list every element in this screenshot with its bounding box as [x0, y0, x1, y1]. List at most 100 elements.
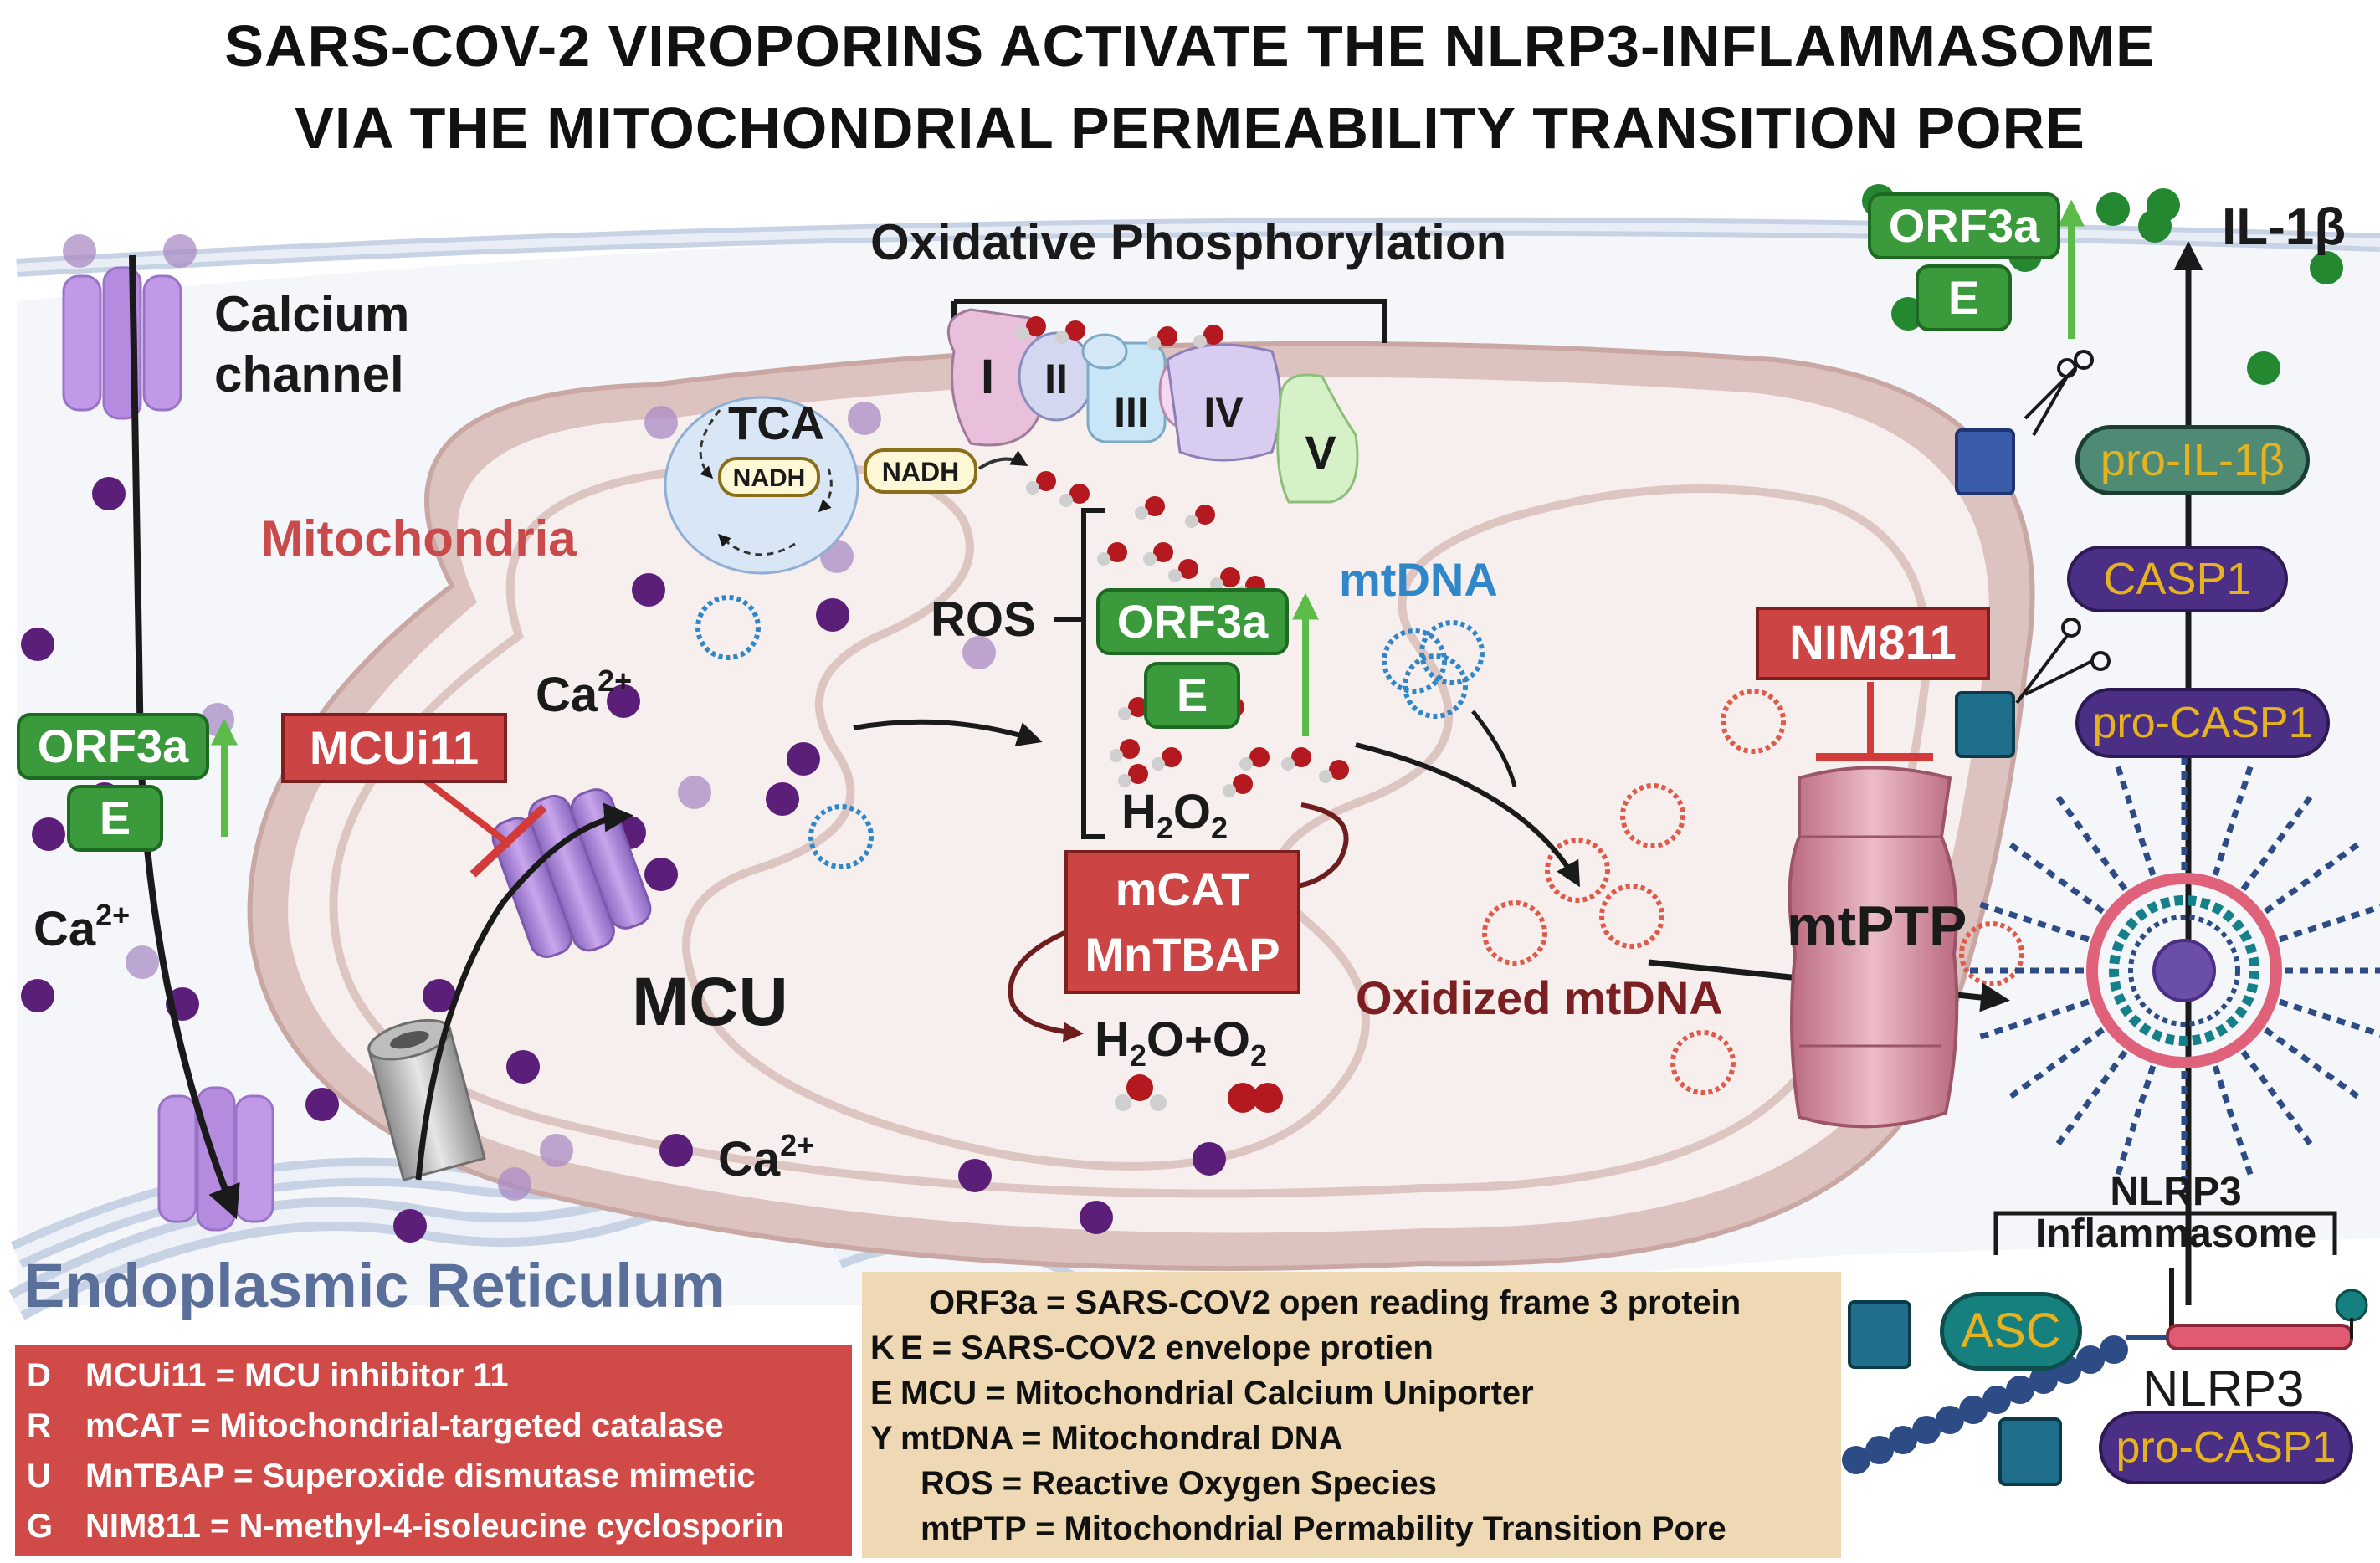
ros-molecule — [1036, 471, 1056, 491]
asc-bead — [1842, 1446, 1870, 1474]
center-viroporin-group: ORF3a E — [1096, 588, 1297, 739]
asc-bead — [1889, 1426, 1917, 1454]
nadh-outer-label: NADH — [882, 457, 959, 487]
h2o2-o: O — [1173, 785, 1211, 839]
pro-casp1-bottom-group: pro-CASP1 — [1998, 1406, 2367, 1498]
calcium-ion — [423, 979, 456, 1012]
legend-letter: E — [870, 1375, 893, 1412]
left-viroporin-group: ORF3a E — [17, 713, 218, 863]
mito-calcium-arrow — [853, 719, 1043, 747]
mtdna-circle — [1545, 838, 1610, 903]
complex-iii-label: III — [1114, 389, 1149, 436]
inflammasome-bracket — [1993, 1211, 2337, 1255]
ros-hydrogen — [1135, 506, 1148, 520]
mtdna-circle — [1382, 628, 1447, 694]
legend-letter: Y — [870, 1420, 893, 1457]
mtdna-circle — [1403, 653, 1468, 719]
il1b-molecule — [2247, 351, 2280, 385]
ros-molecule — [1203, 325, 1223, 345]
mtdna-circle — [1620, 783, 1685, 848]
nim811-inhibition — [1816, 682, 1933, 761]
legend-abbreviations-key: ORF3a = SARS-COV2 open reading frame 3 p… — [862, 1272, 1841, 1558]
calcium-ion — [540, 1134, 573, 1167]
il1b-molecule — [2096, 192, 2130, 226]
ros-hydrogen — [1223, 784, 1236, 797]
asc-bead — [1912, 1416, 1941, 1444]
nim811-box: NIM811 — [1756, 607, 1990, 680]
e-box: E — [1916, 264, 2012, 331]
ros-molecule — [1178, 559, 1198, 579]
calcium-ion — [816, 598, 849, 632]
mtdna-circle — [1599, 884, 1664, 949]
nadh-inner-label: NADH — [733, 464, 806, 492]
ros-hydrogen — [1185, 515, 1198, 528]
mtdna-circle — [695, 595, 761, 660]
asc-bead — [1865, 1436, 1894, 1464]
mcui11-inhibition — [420, 775, 547, 878]
ros-hydrogen — [1147, 336, 1161, 350]
scissors-icon — [2015, 618, 2111, 705]
ros-hydrogen — [1239, 757, 1253, 771]
calcium-ion — [644, 858, 678, 891]
ca-left-text: Ca — [33, 902, 96, 956]
pro-il1b-pill: pro-IL-1β — [2075, 425, 2310, 495]
calcium-ion — [787, 742, 820, 776]
scissors-icon — [2024, 350, 2094, 436]
ros-molecule — [1162, 747, 1182, 767]
asc-filament — [2212, 762, 2254, 876]
er-label: Endoplasmic Reticulum — [23, 1251, 726, 1320]
ca-mito-superscript: 2+ — [598, 664, 632, 698]
mcu-flow-arrow — [415, 802, 633, 1181]
legend-text: MnTBAP = Superoxide dismutase mimetic — [85, 1458, 756, 1494]
calcium-ions — [21, 234, 1226, 1243]
mtdna-oxidation-arrow-2 — [1471, 710, 1517, 787]
calcium-ion — [1080, 1201, 1113, 1234]
legend-letter: D — [27, 1357, 51, 1394]
catalase-arrow — [1008, 930, 1084, 1043]
legend-text: NIM811 = N-methyl-4-isoleucine cyclospor… — [85, 1508, 784, 1545]
tca-cycle — [664, 396, 1028, 575]
ros-hydrogen — [1026, 481, 1039, 495]
ros-molecule — [1153, 542, 1173, 562]
legend-letter: K — [870, 1330, 895, 1366]
tca-label: TCA — [728, 397, 824, 449]
pro-casp1-square — [1955, 691, 2015, 758]
mcat-label: mCAT — [1115, 863, 1250, 915]
water-sub: 2 — [1130, 1038, 1146, 1073]
calcium-ion — [126, 945, 159, 979]
nlrp3-label: NLRP3 — [2142, 1361, 2304, 1417]
ros-molecule — [1233, 774, 1253, 794]
ros-hydrogen — [1118, 707, 1131, 720]
asc-filament — [2240, 1050, 2315, 1149]
asc-filament — [2264, 1027, 2362, 1101]
asc-filament — [2006, 1027, 2105, 1101]
calcium-ion — [848, 402, 881, 435]
ros-hydrogen — [1118, 774, 1131, 787]
mtdna-circle — [1482, 900, 1547, 966]
calcium-ion — [498, 1167, 531, 1201]
ca-er-superscript: 2+ — [780, 1128, 814, 1162]
mtdna-circle — [1721, 689, 1786, 754]
legend-text: mCAT = Mitochondrial-targeted catalase — [85, 1407, 724, 1444]
pro-casp1-bottom-pill: pro-CASP1 — [2099, 1411, 2353, 1484]
calcium-ion — [506, 1050, 540, 1084]
ros-molecule — [1120, 739, 1140, 759]
ros-molecule — [1249, 747, 1270, 767]
calcium-ion — [766, 782, 799, 816]
ros-label: ROS — [931, 592, 1036, 647]
legend-text: MCU = Mitochondrial Calcium Uniporter — [900, 1375, 1534, 1412]
ros-hydrogen — [1152, 757, 1165, 771]
calcium-ion — [958, 1159, 992, 1192]
asc-pill: ASC — [1940, 1292, 2082, 1371]
h2o2-loop-arrow — [1292, 802, 1349, 889]
calcium-ion — [659, 1134, 693, 1167]
ros-hydrogen — [1210, 577, 1223, 591]
asc-filament — [2240, 792, 2315, 891]
nlrp3-strand — [2126, 1268, 2368, 1350]
asc-filament — [2279, 998, 2380, 1038]
ros-hydrogen — [1055, 331, 1069, 344]
asc-bead — [1959, 1396, 1988, 1424]
